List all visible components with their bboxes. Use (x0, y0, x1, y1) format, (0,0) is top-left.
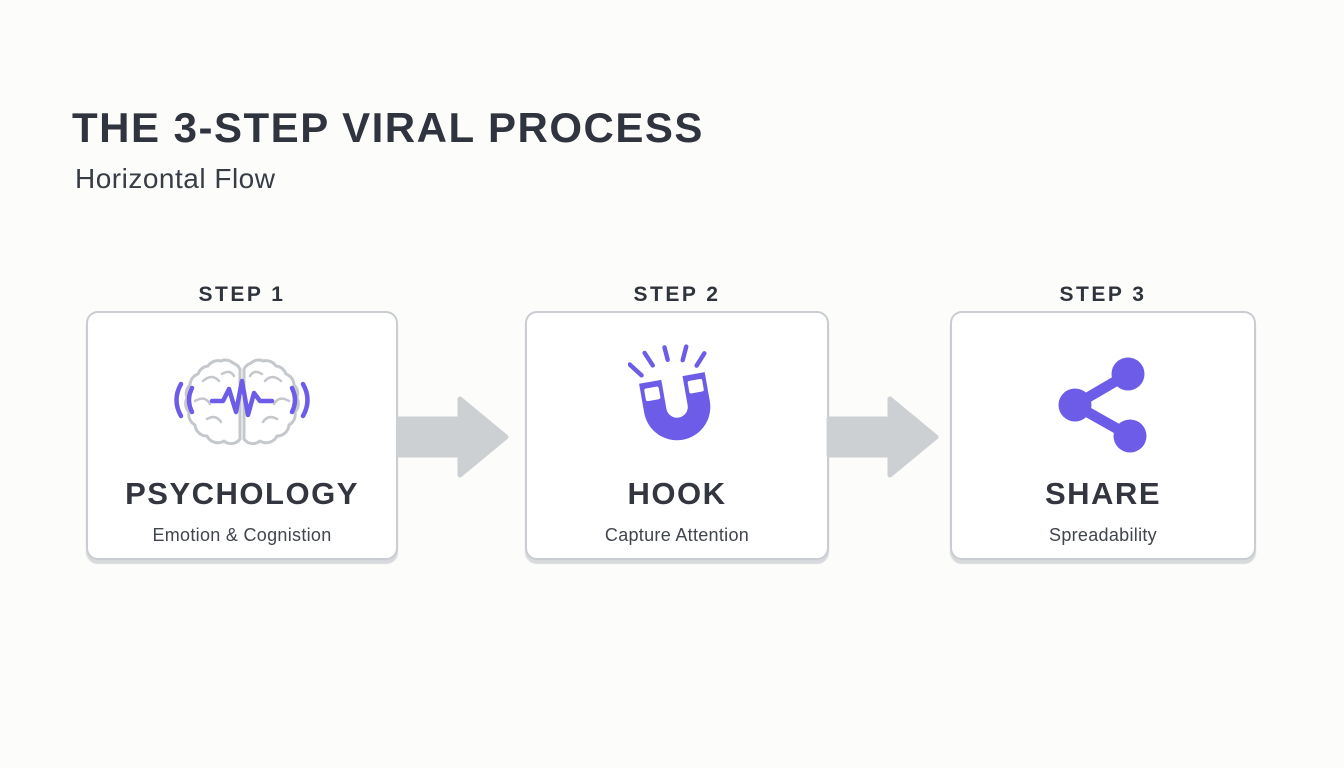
step-1-label: STEP 1 (198, 283, 286, 306)
page-subtitle: Horizontal Flow (75, 163, 276, 194)
step-3-title: SHARE (1044, 476, 1161, 511)
step-1-subtitle: Emotion & Cognistion (152, 525, 332, 545)
share-icon (1053, 335, 1153, 471)
step-3-card: SHARE Spreadability (950, 311, 1256, 560)
step-1-title: PSYCHOLOGY (125, 476, 359, 511)
step-1-card: PSYCHOLOGY Emotion & Cognistion (86, 311, 398, 560)
arrow-right-icon (396, 396, 509, 478)
magnet-icon (628, 335, 726, 471)
step-3-label: STEP 3 (1059, 283, 1147, 306)
step-2-card: HOOK Capture Attention (525, 311, 829, 560)
step-2-subtitle: Capture Attention (604, 525, 750, 545)
step-3-subtitle: Spreadability (1049, 525, 1157, 545)
step-1-group: STEP 1 PSYCHOLOGY (86, 283, 398, 560)
step-2-title: HOOK (627, 476, 727, 511)
step-2-group: STEP 2 (525, 283, 829, 560)
step-3-group: STEP 3 SHARE Spreadability (950, 283, 1256, 560)
brain-waves-icon (167, 335, 317, 471)
step-2-label: STEP 2 (633, 283, 721, 306)
page-title: THE 3-STEP VIRAL PROCESS (72, 104, 704, 151)
arrow-right-icon (826, 396, 939, 478)
